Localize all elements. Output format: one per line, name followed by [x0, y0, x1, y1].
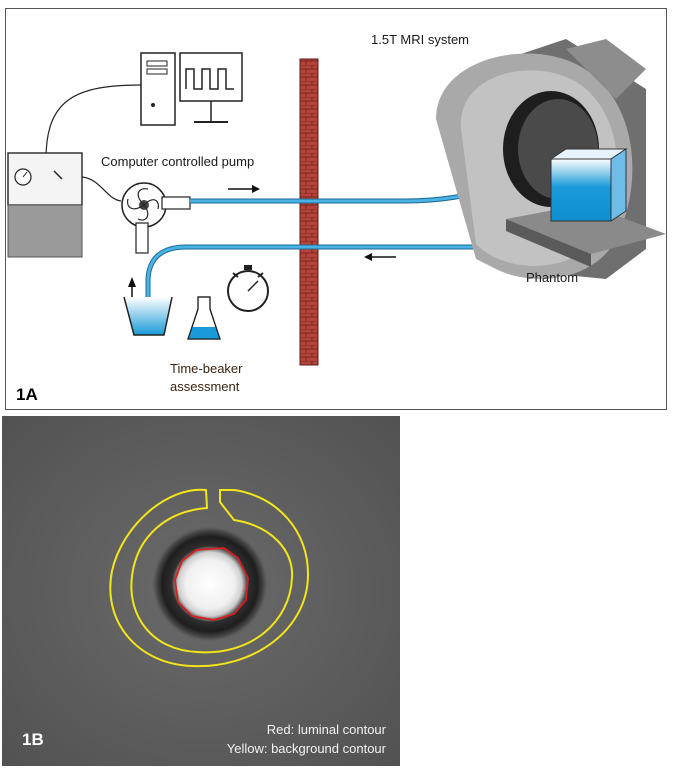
flow-arrow-right-icon — [228, 185, 260, 193]
control-cable — [45, 84, 142, 160]
panel-1b: Red: luminal contour Yellow: background … — [2, 416, 400, 766]
vessel-lumen — [152, 526, 268, 642]
beaker-icon — [123, 296, 173, 336]
computer-tower-icon — [140, 52, 176, 126]
brick-wall — [299, 58, 319, 366]
panel-1a-label: 1A — [16, 385, 38, 404]
pump-controller-icon — [7, 152, 83, 258]
panel-1b-label: 1B — [22, 730, 44, 749]
flow-arrow-left-icon — [364, 253, 396, 261]
legend-yellow: Yellow: background contour — [226, 741, 386, 756]
background-contour — [109, 488, 310, 668]
flask-icon — [187, 296, 221, 340]
phantom-label: Phantom — [526, 270, 579, 285]
beaker-label-line2: assessment — [170, 379, 240, 394]
stopwatch-icon — [227, 265, 269, 312]
monitor-icon — [179, 52, 243, 123]
mri-image — [2, 416, 400, 766]
panel-1a: 1.5T MRI system Computer controlled pump… — [5, 8, 667, 410]
pump-label: Computer controlled pump — [101, 154, 255, 169]
phantom-box — [549, 148, 628, 222]
beaker-label-line1: Time-beaker — [170, 361, 243, 376]
pump-icon — [121, 182, 191, 254]
legend-red: Red: luminal contour — [266, 722, 386, 737]
setup-diagram — [7, 39, 666, 366]
luminal-contour — [174, 547, 249, 621]
mri-system-label: 1.5T MRI system — [371, 32, 470, 47]
